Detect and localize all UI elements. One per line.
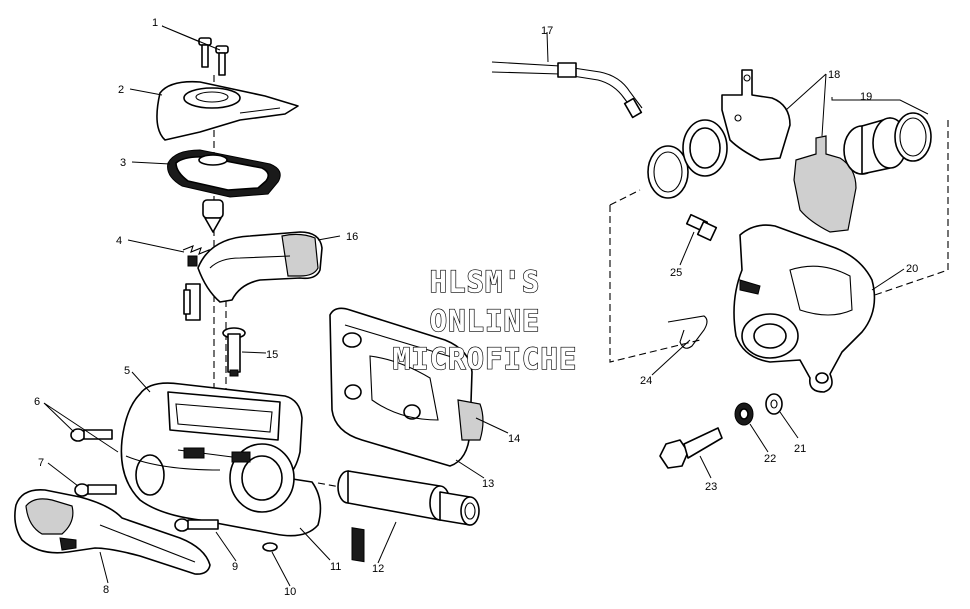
part-8-brake-lever bbox=[14, 488, 211, 575]
callout-4: 4 bbox=[116, 235, 122, 247]
callout-6: 6 bbox=[34, 396, 40, 408]
part-23-bolt bbox=[659, 427, 723, 469]
callout-5: 5 bbox=[124, 365, 130, 377]
callout-3: 3 bbox=[120, 157, 126, 169]
callout-25: 25 bbox=[670, 267, 682, 279]
callout-1: 1 bbox=[152, 17, 158, 29]
callout-24: 24 bbox=[640, 375, 652, 387]
callout-23: 23 bbox=[705, 481, 717, 493]
callout-numbers: 1 2 3 4 5 6 7 8 9 10 11 12 13 14 15 16 1… bbox=[34, 17, 918, 598]
watermark: HLSM'S ONLINE MICROFICHE bbox=[392, 264, 578, 376]
reservoir-float bbox=[202, 199, 224, 233]
part-24-clip bbox=[667, 315, 708, 349]
part-20-caliper-housing bbox=[733, 224, 876, 393]
part-25-bleeder bbox=[685, 213, 718, 242]
part-9-screw bbox=[174, 518, 219, 532]
part-6-screw bbox=[70, 428, 113, 442]
part-seal-rings bbox=[647, 119, 728, 199]
callout-10: 10 bbox=[284, 586, 296, 598]
callout-2: 2 bbox=[118, 84, 124, 96]
part-19-piston-seal bbox=[843, 112, 932, 175]
assembly-frame-right bbox=[609, 120, 949, 363]
callout-22: 22 bbox=[764, 453, 776, 465]
part-21-washer bbox=[765, 393, 783, 415]
callout-17: 17 bbox=[541, 25, 553, 37]
watermark-line-2: ONLINE bbox=[430, 304, 541, 338]
part-1-screws bbox=[198, 37, 229, 76]
callout-7: 7 bbox=[38, 457, 44, 469]
part-10-washer bbox=[262, 542, 278, 552]
part-3-diaphragm bbox=[167, 149, 281, 198]
part-18-brake-pad-inner bbox=[721, 69, 791, 161]
leader-lines bbox=[43, 25, 929, 587]
callout-18: 18 bbox=[828, 69, 840, 81]
callout-12: 12 bbox=[372, 563, 384, 575]
part-17-brake-line bbox=[491, 61, 643, 119]
callout-13: 13 bbox=[482, 478, 494, 490]
callout-9: 9 bbox=[232, 561, 238, 573]
part-15-pivot-pin bbox=[222, 327, 246, 377]
callout-15: 15 bbox=[266, 349, 278, 361]
callout-8: 8 bbox=[103, 584, 109, 596]
callout-21: 21 bbox=[794, 443, 806, 455]
watermark-line-1: HLSM'S bbox=[430, 265, 541, 299]
callout-19: 19 bbox=[860, 91, 872, 103]
part-2-reservoir-cover bbox=[156, 80, 299, 141]
callout-14: 14 bbox=[508, 433, 520, 445]
callout-16: 16 bbox=[346, 231, 358, 243]
callout-11: 11 bbox=[330, 561, 341, 573]
watermark-line-3: MICROFICHE bbox=[393, 342, 578, 376]
part-13-caliper-half bbox=[329, 307, 484, 467]
callout-20: 20 bbox=[906, 263, 918, 275]
part-18-brake-pad-outer bbox=[793, 135, 857, 233]
part-5-master-cylinder-body bbox=[120, 382, 322, 537]
part-16-lever-bracket bbox=[183, 231, 323, 321]
part-12-piston-assembly bbox=[317, 470, 480, 563]
part-22-washer bbox=[734, 402, 754, 426]
part-7-screw bbox=[74, 483, 117, 497]
